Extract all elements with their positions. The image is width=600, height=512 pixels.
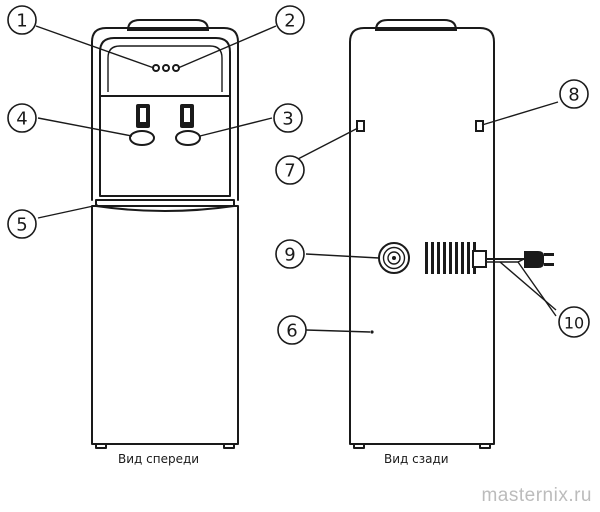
rear-slot-left	[356, 120, 365, 132]
indicator-light-center	[162, 64, 170, 72]
vent-bar	[449, 242, 452, 274]
power-socket	[472, 250, 487, 268]
leader-1	[35, 25, 155, 69]
power-plug-pin-bottom	[544, 263, 554, 266]
rear-foot-right	[479, 443, 491, 449]
callout-2: 2	[275, 5, 305, 35]
callout-5: 5	[7, 209, 37, 239]
tap-left-window	[140, 108, 146, 122]
vent-bar	[443, 242, 446, 274]
tap-right	[175, 104, 201, 146]
callout-7-label: 7	[284, 161, 295, 182]
power-plug-body	[524, 251, 544, 268]
fan-hub	[392, 256, 396, 260]
leader-9	[305, 253, 380, 259]
tap-right-window	[184, 108, 190, 122]
vent-bar	[461, 242, 464, 274]
vent-grille	[425, 242, 476, 274]
leader-3	[199, 117, 273, 137]
leader-4	[37, 117, 133, 137]
tap-left-spout	[129, 130, 155, 146]
vent-bar	[425, 242, 428, 274]
callout-8: 8	[559, 79, 589, 109]
callout-1: 1	[7, 5, 37, 35]
fan-ring-3	[387, 251, 401, 265]
callout-10: 10	[558, 306, 590, 338]
front-recess	[99, 95, 231, 197]
callout-5-label: 5	[16, 215, 27, 236]
leader-5	[37, 204, 99, 219]
leader-8	[481, 101, 559, 126]
rear-view	[349, 19, 554, 449]
callout-7: 7	[275, 155, 305, 185]
callout-9-label: 9	[284, 245, 295, 266]
rear-body-dot	[370, 330, 374, 334]
front-top-panel-inner	[107, 45, 223, 92]
vent-bar	[431, 242, 434, 274]
front-top-panel	[99, 37, 231, 97]
leader-2	[177, 25, 277, 69]
fan-ring-2	[382, 246, 406, 270]
tap-right-spout	[175, 130, 201, 146]
front-view-caption: Вид спереди	[118, 452, 200, 466]
rear-body	[349, 27, 495, 445]
callout-8-label: 8	[568, 85, 579, 106]
callout-4: 4	[7, 103, 37, 133]
callout-6: 6	[277, 315, 307, 345]
callouts: 1 2 3 4 5 6 7 8	[7, 5, 590, 345]
rear-slot-right	[475, 120, 484, 132]
power-plug-pin-top	[544, 253, 554, 256]
leader-7	[295, 127, 359, 161]
callout-2-label: 2	[284, 11, 295, 32]
vent-bar	[467, 242, 470, 274]
rear-view-caption: Вид сзади	[384, 452, 449, 466]
callout-1-label: 1	[16, 11, 27, 32]
front-cabinet	[91, 205, 239, 445]
leader-6	[305, 329, 371, 333]
front-view	[91, 19, 239, 449]
callout-3-label: 3	[282, 109, 293, 130]
rear-foot-left	[353, 443, 365, 449]
callout-4-label: 4	[16, 109, 27, 130]
callout-3: 3	[273, 103, 303, 133]
front-upper-body	[91, 27, 239, 201]
vent-bar	[437, 242, 440, 274]
front-foot-left	[95, 443, 107, 449]
watermark: masternix.ru	[481, 485, 592, 506]
vent-bar	[455, 242, 458, 274]
leader-10b	[517, 261, 557, 317]
callout-9: 9	[275, 239, 305, 269]
callout-6-label: 6	[286, 321, 297, 342]
leader-10a	[499, 261, 557, 311]
tap-left	[129, 104, 155, 146]
fan-grille	[378, 242, 410, 274]
callout-10-label: 10	[564, 314, 584, 333]
leader-lines	[35, 25, 559, 333]
front-foot-right	[223, 443, 235, 449]
